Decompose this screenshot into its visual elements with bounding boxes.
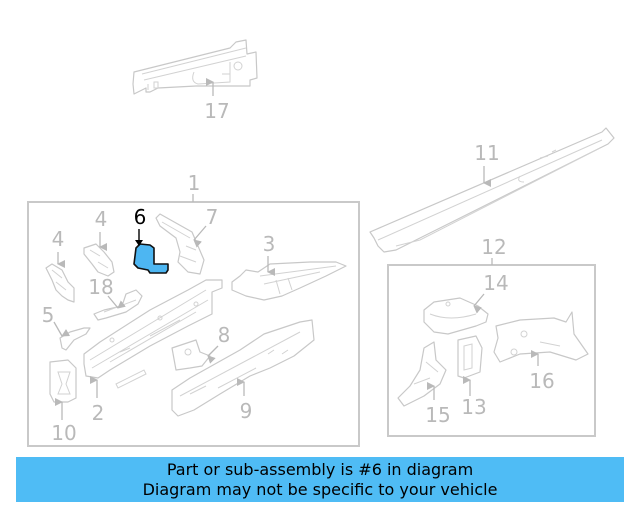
part-6-highlighted[interactable]: 6 <box>133 205 169 274</box>
callout-17: 17 <box>204 99 229 123</box>
part-11[interactable]: 11 <box>369 127 615 253</box>
part-3[interactable]: 3 <box>231 232 347 301</box>
part-15[interactable]: 15 <box>397 341 451 427</box>
part-10[interactable]: 10 <box>49 359 77 445</box>
callout-3: 3 <box>263 232 276 256</box>
part-17[interactable]: 17 <box>132 39 258 123</box>
group-box-1: 1 <box>27 171 360 447</box>
callout-5: 5 <box>42 303 55 327</box>
banner-line-disclaimer: Diagram may not be specific to your vehi… <box>142 480 498 499</box>
callout-11: 11 <box>474 141 499 165</box>
part-4-upper[interactable]: 4 <box>83 207 115 277</box>
banner-line-part-number: Part or sub-assembly is #6 in diagram <box>166 460 474 479</box>
part-13[interactable]: 13 <box>457 335 487 419</box>
callout-6: 6 <box>134 205 147 229</box>
callout-18: 18 <box>88 275 113 299</box>
part-2[interactable]: 2 <box>83 279 223 425</box>
callout-7: 7 <box>206 205 219 229</box>
part-7[interactable]: 7 <box>155 205 219 275</box>
part-9[interactable]: 9 <box>171 319 315 423</box>
part-8[interactable]: 8 <box>171 323 231 371</box>
part-4-left[interactable]: 4 <box>45 227 75 303</box>
part-16[interactable]: 16 <box>493 311 589 393</box>
callout-9: 9 <box>240 399 253 423</box>
part-5[interactable]: 5 <box>42 303 91 351</box>
callout-14: 14 <box>483 271 508 295</box>
callout-4b: 4 <box>95 207 108 231</box>
callout-2: 2 <box>92 401 105 425</box>
group-box-12: 12 <box>387 235 596 437</box>
callout-4a: 4 <box>52 227 65 251</box>
callout-10: 10 <box>51 421 76 445</box>
info-banner: Part or sub-assembly is #6 in diagram Di… <box>16 457 624 502</box>
part-18[interactable]: 18 <box>88 275 143 321</box>
part-14[interactable]: 14 <box>423 271 509 335</box>
callout-13: 13 <box>461 395 486 419</box>
callout-12: 12 <box>481 235 506 259</box>
callout-1: 1 <box>188 171 201 195</box>
callout-8: 8 <box>218 323 231 347</box>
callout-16: 16 <box>529 369 554 393</box>
callout-15: 15 <box>425 403 450 427</box>
